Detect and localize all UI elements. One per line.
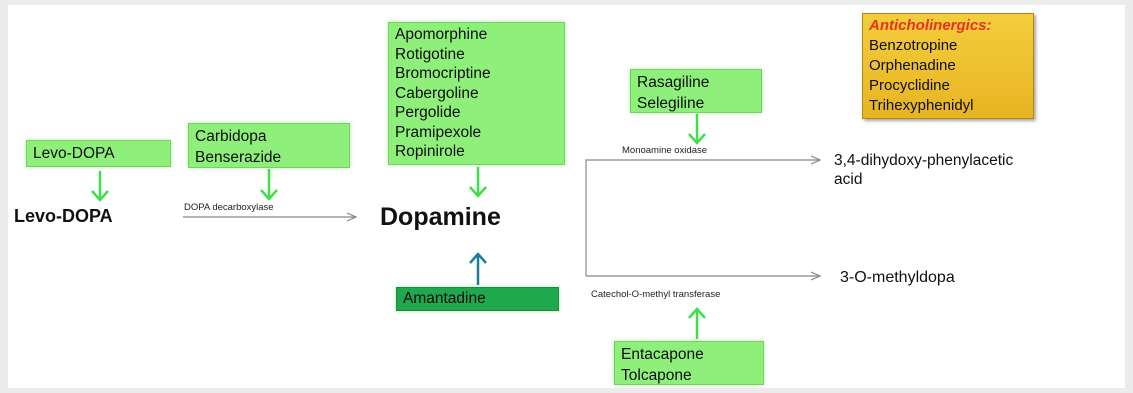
agonist-item: Ropinirole <box>395 143 465 160</box>
arrow-decarboxylase-inhibitors-head <box>260 189 278 201</box>
ddc-enzyme-label: DOPA decarboxylase <box>184 202 274 213</box>
mao-inhibitor-item: Selegiline <box>637 95 705 112</box>
3omd-product-label: 3-O-methyldopa <box>840 269 955 286</box>
arrow-branch <box>585 160 820 276</box>
agonist-item: Rotigotine <box>395 45 465 63</box>
decarboxylase-inhibitor-item: Benserazide <box>195 149 282 166</box>
levodopa-drug-label: Levo-DOPA <box>33 145 115 162</box>
dopamine-agonists-box: Apomorphine Rotigotine Bromocriptine Cab… <box>388 22 565 165</box>
arrow-comt-inhibitors-head <box>688 307 706 319</box>
anticholinergics-title: Anticholinergics: <box>869 17 992 34</box>
anticholinergic-item: Procyclidine <box>869 77 950 94</box>
levodopa-drug-box: Levo-DOPA <box>26 140 171 167</box>
comt-inhibitor-item: Entacapone <box>621 346 704 363</box>
amantadine-label: Amantadine <box>403 290 486 307</box>
agonist-item: Cabergoline <box>395 84 479 102</box>
agonist-item: Pergolide <box>395 104 461 121</box>
decarboxylase-inhibitors-box: Carbidopa Benserazide <box>188 123 350 168</box>
arrow-layer <box>91 114 1125 339</box>
anticholinergic-item: Orphenadine <box>869 57 956 74</box>
comt-inhibitor-item: Tolcapone <box>621 367 692 384</box>
agonist-item: Bromocriptine <box>395 65 491 82</box>
comt-enzyme-label: Catechol-O-methyl transferase <box>591 289 721 300</box>
mao-enzyme-label: Monoamine oxidase <box>622 145 708 156</box>
anticholinergic-item: Trihexyphenidyl <box>869 97 974 114</box>
agonist-item: Pramipexole <box>395 123 482 141</box>
arrow-mao-inhibitors-head <box>688 133 706 145</box>
arrow-amantadine-head <box>469 252 487 264</box>
levodopa-label: Levo-DOPA <box>14 206 113 226</box>
arrow-agonists-head <box>469 186 487 198</box>
agonist-item: Apomorphine <box>395 26 488 43</box>
anticholinergic-item: Benzotropine <box>869 37 958 54</box>
arrow-levodopa-drug-head <box>91 190 109 202</box>
amantadine-box: Amantadine <box>396 287 559 311</box>
pathway-diagram: Levo-DOPA Carbidopa Benserazide Apomorph… <box>8 5 1125 388</box>
anticholinergics-box: Anticholinergics: Benzotropine Orphenadi… <box>862 13 1034 119</box>
mao-inhibitor-item: Rasagiline <box>637 74 710 91</box>
comt-inhibitors-box: Entacapone Tolcapone <box>614 341 764 385</box>
dopac-product-label: 3,4-dihydoxy-phenylacetic acid <box>834 152 1014 188</box>
dopamine-label: Dopamine <box>380 203 501 231</box>
decarboxylase-inhibitor-item: Carbidopa <box>195 128 267 145</box>
mao-inhibitors-box: Rasagiline Selegiline <box>630 69 762 113</box>
